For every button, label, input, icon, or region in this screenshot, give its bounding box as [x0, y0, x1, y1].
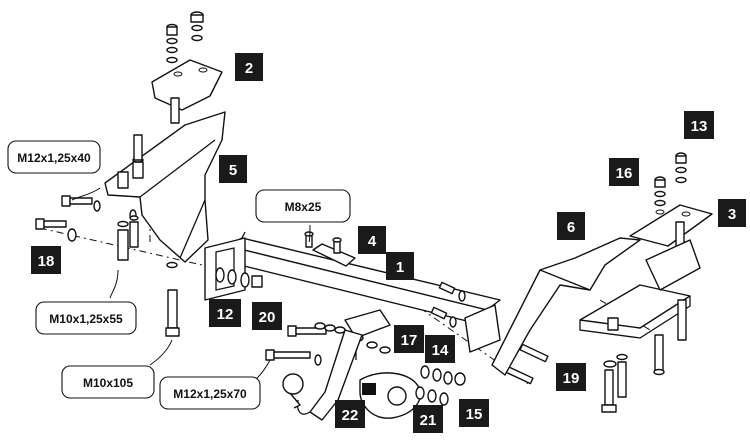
- callout-m8x25-text: M8x25: [285, 200, 322, 214]
- svg-text:14: 14: [432, 342, 449, 359]
- badge-1: 1: [386, 252, 414, 280]
- callout-m8x25: M8x25: [255, 189, 351, 223]
- callout-m12x70-text: M12x1,25x70: [173, 387, 247, 401]
- leader-m10x105: [149, 339, 173, 366]
- callout-m12x40-text: M12x1,25x40: [17, 151, 91, 165]
- nut-washer-stack-top-left: [166, 11, 204, 64]
- badge-12: 12: [209, 299, 241, 327]
- nut-stack-13-16: [654, 152, 687, 207]
- svg-text:2: 2: [245, 60, 253, 77]
- svg-text:12: 12: [217, 306, 234, 323]
- callout-m10x55-text: M10x1,25x55: [49, 312, 123, 326]
- badge-3: 3: [718, 199, 746, 227]
- svg-text:17: 17: [401, 332, 418, 349]
- part-22-tow-ball-neck: [282, 329, 363, 421]
- svg-text:16: 16: [616, 165, 633, 182]
- badge-21: 21: [413, 405, 443, 433]
- callout-m12x40: M12x1,25x40: [7, 140, 101, 174]
- badge-16: 16: [609, 158, 639, 186]
- badge-6: 6: [557, 212, 585, 240]
- svg-text:13: 13: [691, 118, 708, 135]
- part-20-bolt-with-nuts: [287, 322, 391, 354]
- part-1-crossbar: [204, 231, 501, 353]
- svg-text:5: 5: [229, 162, 237, 179]
- badge-22: 22: [335, 400, 365, 428]
- part-2-mounting-plate: [151, 59, 223, 124]
- part-6-right-side-bracket: [491, 237, 691, 376]
- svg-text:15: 15: [466, 406, 483, 423]
- badge-5: 5: [219, 155, 247, 183]
- badge-20: 20: [252, 302, 282, 330]
- callout-m10x105-text: M10x105: [83, 376, 133, 390]
- badge-18: 18: [31, 246, 61, 274]
- badge-19: 19: [556, 363, 586, 391]
- callout-m10x105: M10x105: [61, 365, 155, 399]
- svg-text:22: 22: [342, 407, 359, 424]
- badge-17: 17: [394, 325, 424, 353]
- svg-text:3: 3: [728, 206, 736, 223]
- callout-m12x70: M12x1,25x70: [159, 376, 261, 410]
- centerline-right: [419, 307, 531, 386]
- part-15-nuts: [415, 365, 466, 406]
- leader-m12x40: [71, 187, 101, 201]
- svg-text:1: 1: [396, 259, 404, 276]
- badge-15: 15: [459, 399, 489, 427]
- bolts-vertical-left: [117, 215, 180, 337]
- leader-m10x55: [109, 269, 119, 299]
- part-5-left-side-bracket: [104, 111, 226, 263]
- badge-4: 4: [358, 226, 386, 254]
- bolt-m12x70: [265, 349, 322, 366]
- svg-text:4: 4: [368, 233, 377, 250]
- svg-text:21: 21: [420, 412, 437, 429]
- part-21-socket-plate: [359, 372, 421, 419]
- part-12-spacer-washers: [215, 267, 263, 288]
- callout-m10x55: M10x1,25x55: [35, 301, 137, 335]
- svg-text:20: 20: [259, 309, 276, 326]
- badge-13: 13: [684, 111, 714, 139]
- svg-text:6: 6: [567, 219, 575, 236]
- bolt-18-left: [35, 218, 77, 242]
- svg-text:19: 19: [563, 370, 580, 387]
- part-3-right-mounting-plate: [629, 204, 713, 291]
- leader-m8x25: [308, 224, 311, 243]
- badge-2: 2: [235, 53, 263, 81]
- bolts-vertical-right: [601, 299, 687, 413]
- svg-text:18: 18: [38, 253, 55, 270]
- badge-14: 14: [425, 335, 455, 363]
